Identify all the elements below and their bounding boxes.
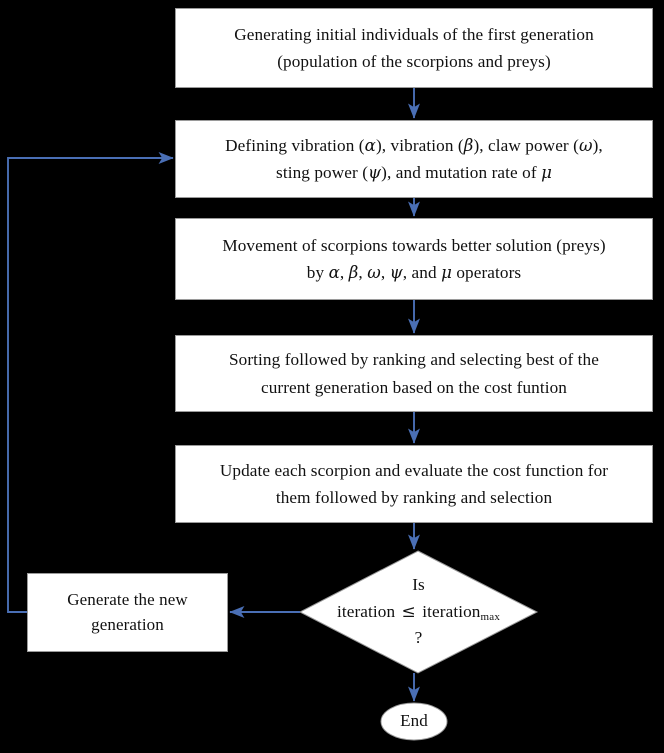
node-decision-diamond[interactable] — [298, 550, 539, 674]
node-box3[interactable] — [175, 218, 653, 300]
node-box2[interactable] — [175, 120, 653, 198]
arrow-loop-box-to-box2 — [7, 152, 174, 613]
node-box5[interactable] — [175, 445, 653, 523]
node-loop-box[interactable] — [27, 573, 228, 652]
node-box1[interactable] — [175, 8, 653, 88]
node-end-ellipse[interactable] — [380, 702, 448, 741]
node-box4[interactable] — [175, 335, 653, 412]
